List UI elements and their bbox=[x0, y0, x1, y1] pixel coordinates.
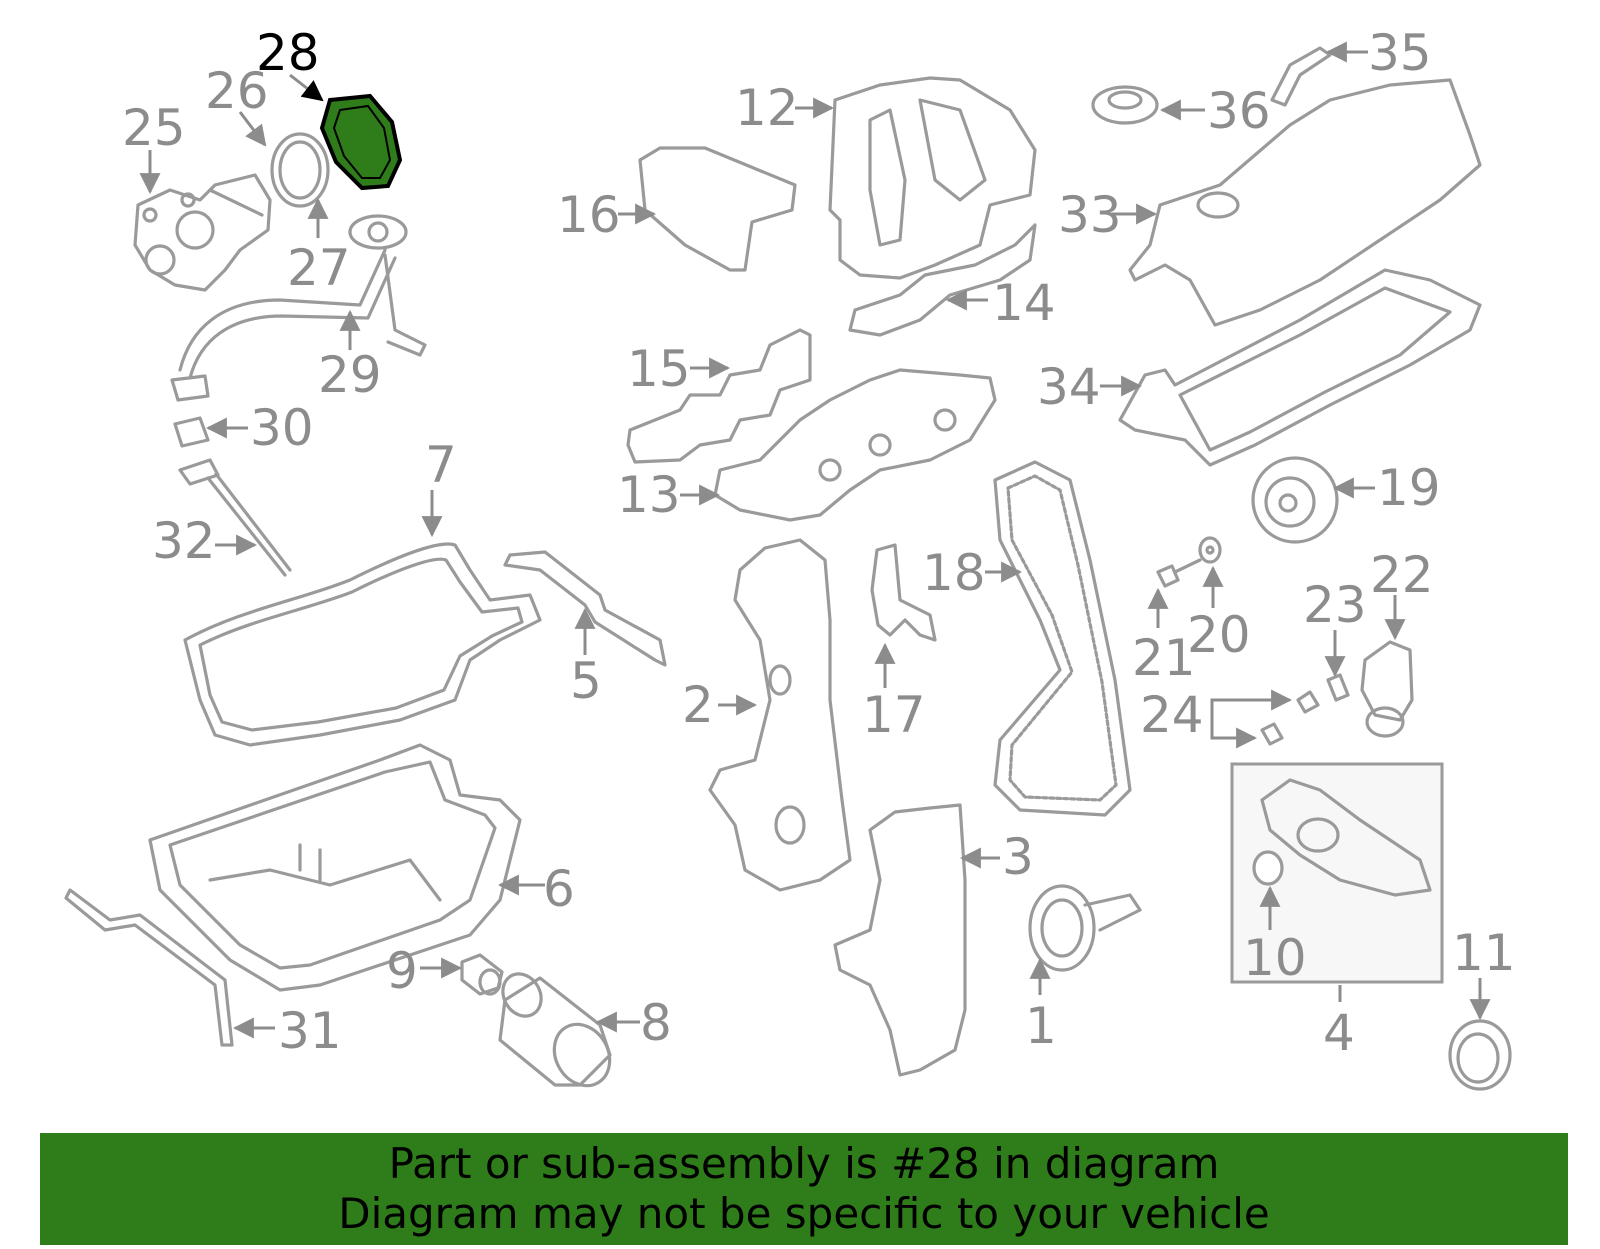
label-30: 30 bbox=[250, 399, 314, 457]
heat-shield-part[interactable] bbox=[638, 146, 797, 272]
label-16: 16 bbox=[557, 186, 621, 244]
label-25: 25 bbox=[122, 99, 186, 157]
label-8: 8 bbox=[640, 994, 672, 1052]
label-6: 6 bbox=[543, 860, 575, 918]
tensioner-bracket-part[interactable] bbox=[870, 543, 937, 642]
crankshaft-seal-part[interactable] bbox=[1448, 1019, 1512, 1091]
oil-filler-cap-part[interactable] bbox=[1091, 85, 1159, 125]
label-9: 9 bbox=[386, 942, 418, 1000]
label-5: 5 bbox=[570, 652, 602, 710]
exhaust-manifold-part[interactable] bbox=[713, 368, 997, 522]
oil-pan-gasket-part[interactable] bbox=[183, 542, 542, 747]
label-33: 33 bbox=[1058, 186, 1122, 244]
intake-manifold-part[interactable] bbox=[828, 76, 1037, 280]
dipstick-tube-part[interactable] bbox=[64, 888, 234, 1047]
pickup-gasket-part[interactable] bbox=[173, 416, 210, 448]
camshaft-sprocket-part[interactable] bbox=[1251, 456, 1339, 544]
pan-side-gasket-part[interactable] bbox=[503, 550, 667, 667]
oil-pickup-tube-part[interactable] bbox=[170, 214, 427, 402]
callout-labels: 28 26 25 27 29 30 32 7 5 6 9 8 31 16 12 … bbox=[122, 24, 1516, 1062]
clip-part[interactable] bbox=[1326, 673, 1350, 702]
label-26: 26 bbox=[205, 62, 269, 120]
label-24: 24 bbox=[1140, 686, 1204, 744]
label-22: 22 bbox=[1370, 546, 1434, 604]
label-31: 31 bbox=[278, 1002, 342, 1060]
label-27: 27 bbox=[287, 239, 351, 297]
label-10: 10 bbox=[1243, 929, 1307, 987]
label-21: 21 bbox=[1132, 629, 1196, 687]
tensioner-bolt-part[interactable] bbox=[1260, 690, 1320, 746]
label-2: 2 bbox=[682, 676, 714, 734]
oil-filter-part[interactable] bbox=[495, 967, 620, 1096]
oil-pan-part[interactable] bbox=[148, 743, 522, 992]
exhaust-gasket-part[interactable] bbox=[626, 328, 812, 464]
label-18: 18 bbox=[922, 544, 986, 602]
oil-filter-adapter-part[interactable] bbox=[460, 953, 504, 996]
belt-tensioner-part[interactable] bbox=[1360, 640, 1414, 738]
dipstick-part[interactable] bbox=[178, 458, 292, 577]
banner-line-2: Diagram may not be specific to your vehi… bbox=[338, 1189, 1270, 1238]
label-12: 12 bbox=[735, 79, 799, 137]
label-11: 11 bbox=[1452, 924, 1516, 982]
label-13: 13 bbox=[617, 466, 681, 524]
water-pump-part[interactable] bbox=[133, 173, 272, 292]
label-7: 7 bbox=[425, 436, 457, 494]
info-banner: Part or sub-assembly is #28 in diagram D… bbox=[40, 1133, 1568, 1245]
breather-hose-part[interactable] bbox=[1270, 46, 1332, 107]
washer-part[interactable] bbox=[1198, 536, 1222, 564]
parts-diagram: 28 26 25 27 29 30 32 7 5 6 9 8 31 16 12 … bbox=[64, 24, 1516, 1096]
crankshaft-pulley-part[interactable] bbox=[1028, 884, 1142, 972]
label-35: 35 bbox=[1368, 24, 1432, 82]
label-15: 15 bbox=[627, 340, 691, 398]
label-32: 32 bbox=[152, 512, 216, 570]
intake-gasket-part[interactable] bbox=[848, 223, 1037, 337]
timing-cover-part[interactable] bbox=[708, 538, 852, 892]
bolt-part[interactable] bbox=[1156, 558, 1202, 588]
label-28: 28 bbox=[256, 24, 320, 82]
timing-belt-part[interactable] bbox=[993, 460, 1132, 817]
label-36: 36 bbox=[1207, 82, 1271, 140]
valve-cover-gasket-part[interactable] bbox=[1118, 268, 1482, 467]
label-29: 29 bbox=[318, 346, 382, 404]
valve-cover-part[interactable] bbox=[1128, 78, 1482, 327]
callout-arrows bbox=[139, 41, 1491, 1039]
label-4: 4 bbox=[1323, 1004, 1355, 1062]
label-20: 20 bbox=[1187, 606, 1251, 664]
label-17: 17 bbox=[862, 686, 926, 744]
label-34: 34 bbox=[1037, 358, 1101, 416]
highlighted-gasket-part[interactable] bbox=[319, 93, 403, 191]
label-3: 3 bbox=[1002, 828, 1034, 886]
label-23: 23 bbox=[1303, 576, 1367, 634]
seal-ring-part[interactable] bbox=[270, 132, 330, 208]
label-19: 19 bbox=[1377, 459, 1441, 517]
lower-timing-cover-part[interactable] bbox=[833, 803, 967, 1077]
label-14: 14 bbox=[992, 274, 1056, 332]
oil-pump-assembly-box[interactable] bbox=[1230, 762, 1444, 984]
banner-line-1: Part or sub-assembly is #28 in diagram bbox=[388, 1139, 1220, 1188]
label-1: 1 bbox=[1025, 997, 1057, 1055]
